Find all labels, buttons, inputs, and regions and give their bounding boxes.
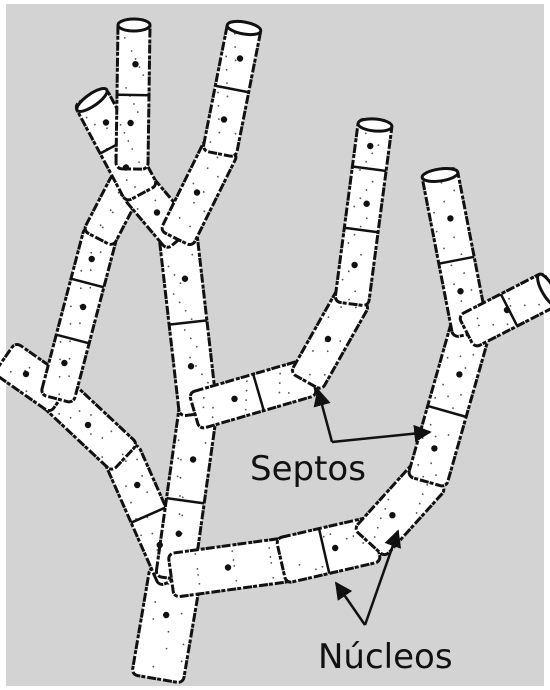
nucleus: [89, 256, 95, 262]
nucleus: [431, 445, 437, 451]
nucleus: [188, 363, 194, 369]
nucleus: [363, 201, 369, 207]
hypha-cell-segment: [203, 21, 262, 157]
nucleus: [80, 304, 86, 310]
nucleus: [190, 456, 196, 462]
nucleus: [134, 482, 140, 488]
nucleus: [163, 612, 169, 618]
nucleus: [221, 116, 227, 122]
nucleus: [103, 119, 109, 125]
nucleus: [154, 209, 160, 215]
hypha-cell-segment: [335, 119, 393, 306]
nucleus: [23, 371, 29, 377]
nucleus: [157, 542, 163, 548]
nucleus: [225, 564, 231, 570]
nucleus: [182, 276, 188, 282]
nucleus: [325, 336, 331, 342]
nucleus: [127, 120, 133, 126]
septa-pointer-arrows: [318, 390, 430, 442]
nucleus: [85, 422, 91, 428]
nucleus: [504, 307, 510, 313]
hyphae-cells: [0, 21, 550, 684]
nucleus: [237, 55, 243, 61]
hyphal-tip-opening: [118, 19, 150, 31]
nucleus: [351, 262, 357, 268]
nucleus: [123, 164, 129, 170]
nucleus: [332, 545, 338, 551]
nucleus: [231, 396, 237, 402]
nucleus: [367, 143, 373, 149]
nucleus: [389, 512, 395, 518]
septa-label: Septos: [250, 452, 366, 486]
nuclei-label: Núcleos: [318, 640, 453, 674]
nucleus: [61, 360, 67, 366]
nuclei-arrow-left: [336, 583, 365, 625]
septa-arrow-left: [318, 390, 332, 442]
hypha-cell-segment: [116, 21, 150, 169]
nucleus: [457, 288, 463, 294]
hypha-cell-segment: [41, 227, 118, 403]
cell-wall: [335, 119, 393, 306]
nucleus: [447, 215, 453, 221]
cell-wall: [41, 227, 118, 403]
nucleus: [132, 61, 138, 67]
nucleus: [456, 371, 462, 377]
septa-arrow-right: [332, 432, 430, 442]
nucleus: [176, 531, 182, 537]
nucleus: [194, 189, 200, 195]
